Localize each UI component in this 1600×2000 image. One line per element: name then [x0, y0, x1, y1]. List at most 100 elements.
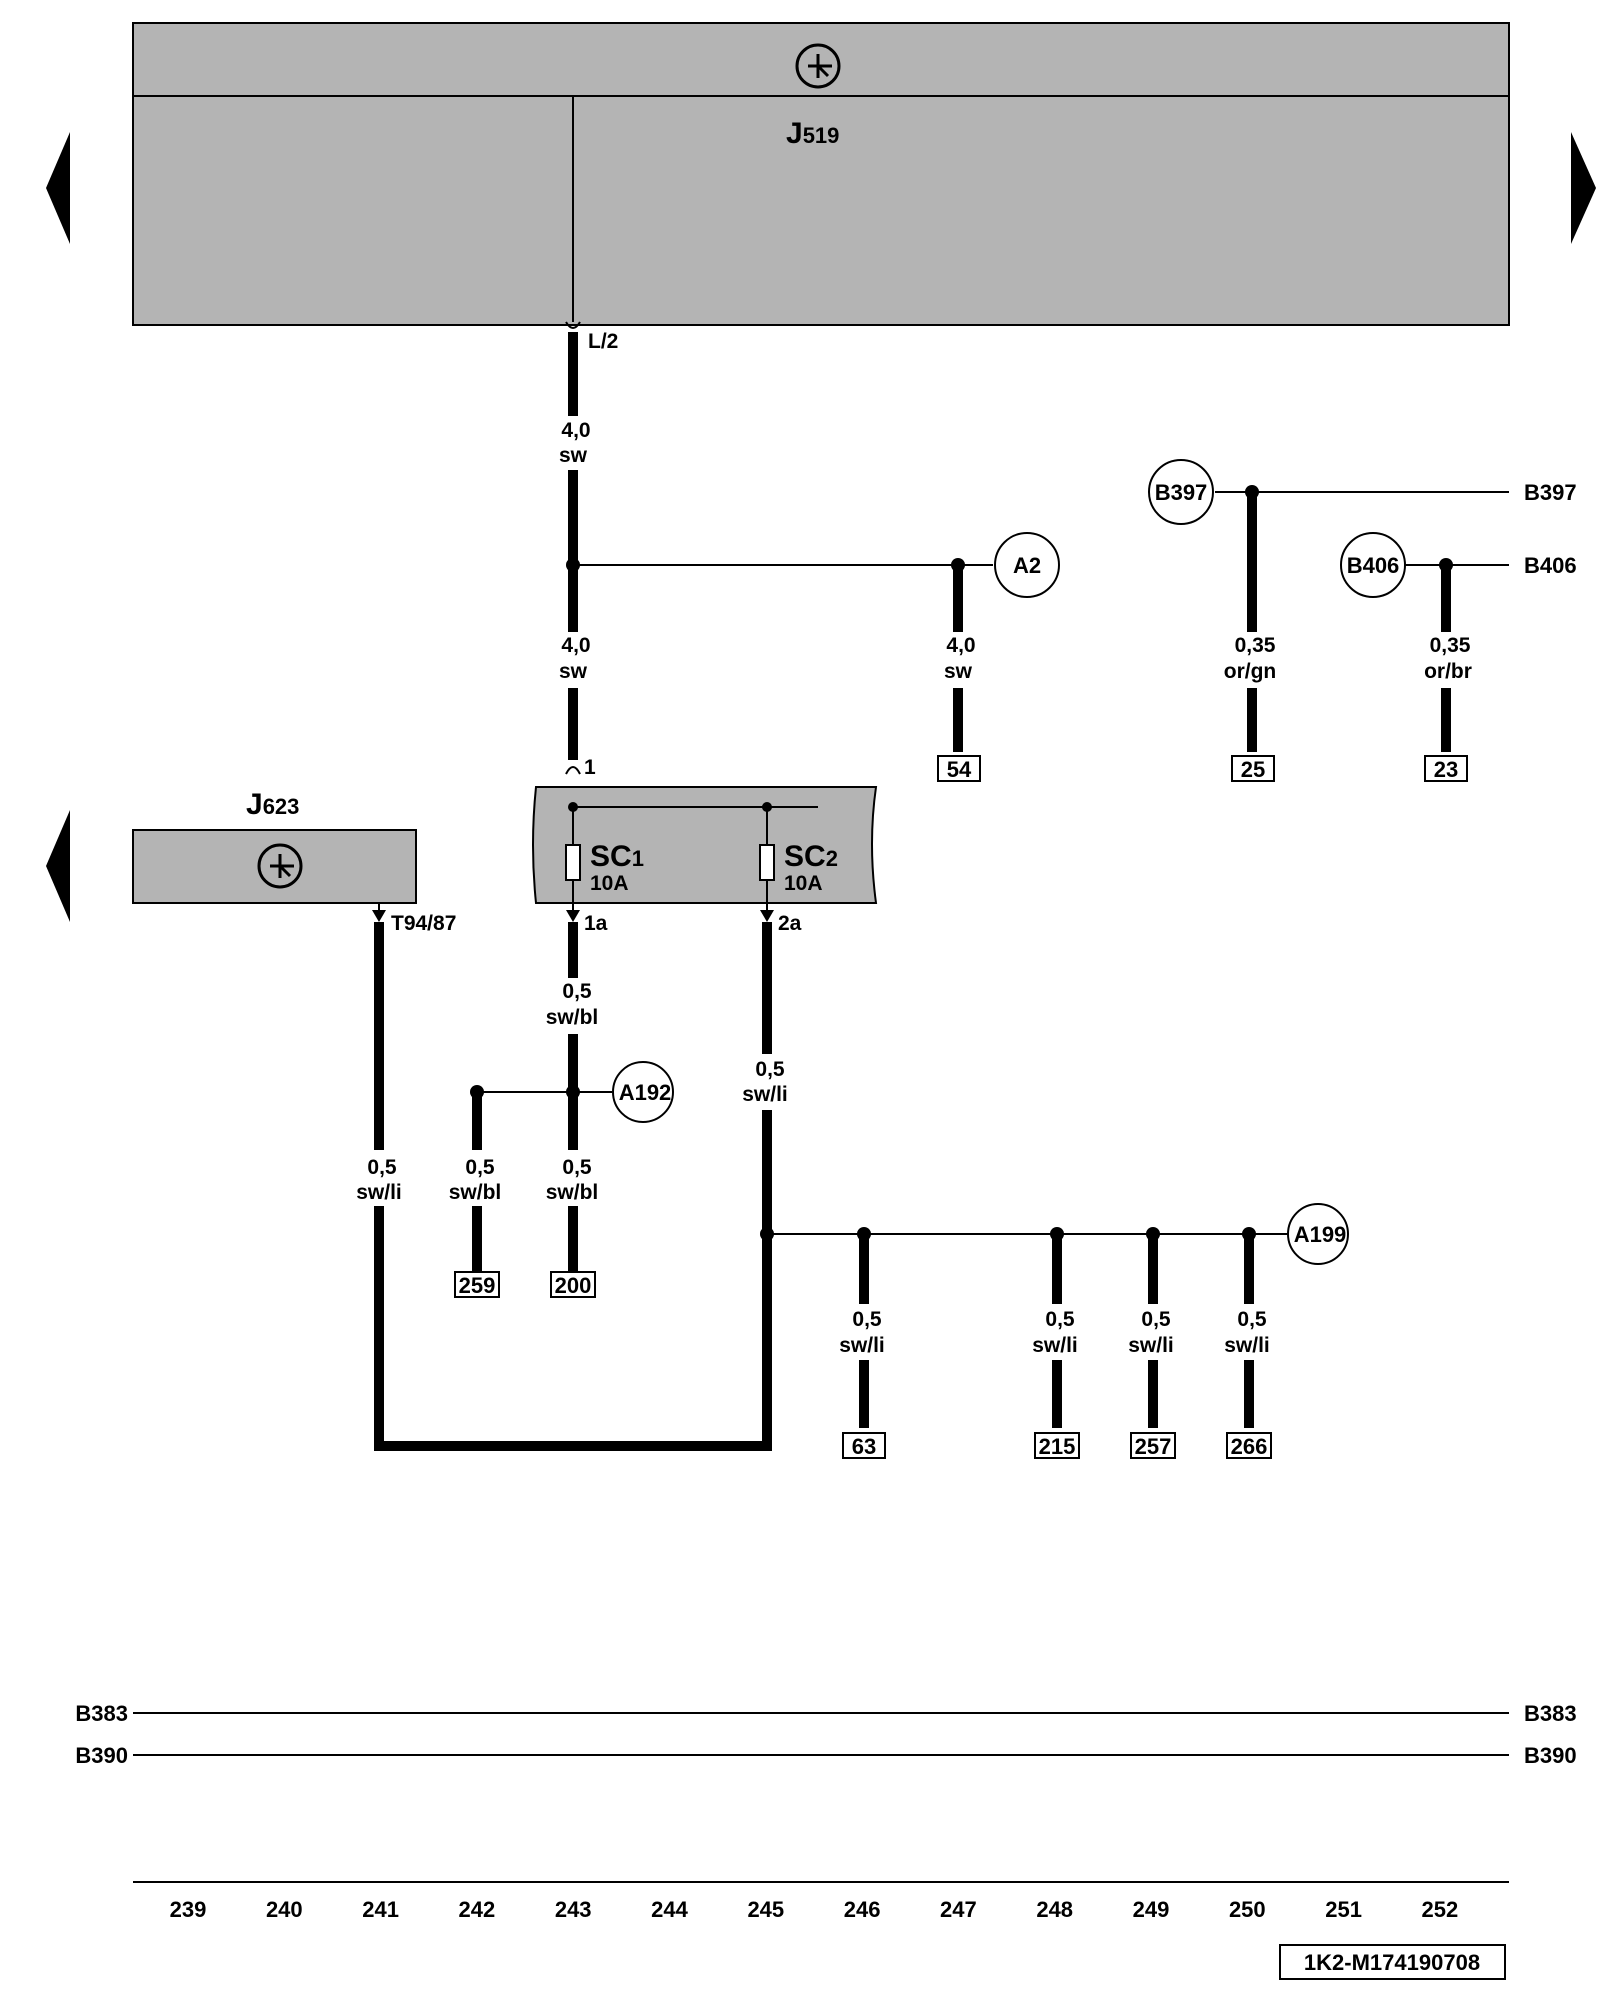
bus-lines: B383 B383 B390 B390	[75, 1701, 1576, 1768]
track-number: 249	[1133, 1897, 1170, 1922]
reference-25: 25	[1241, 757, 1265, 782]
reference-266: 266	[1231, 1434, 1268, 1459]
wire-color: sw/bl	[546, 1006, 599, 1029]
reference-257: 257	[1135, 1434, 1172, 1459]
connector-b406	[1340, 532, 1406, 598]
wire-size: 0,5	[1045, 1308, 1075, 1331]
wire-color: sw/li	[1128, 1334, 1174, 1357]
reference-box[interactable]	[1034, 1432, 1080, 1459]
bus-label-b397: B397	[1524, 480, 1577, 505]
j519-label: J519	[786, 117, 839, 150]
track-number: 244	[651, 1897, 688, 1922]
wire-color: sw/li	[356, 1181, 402, 1204]
connector-a192-label: A192	[619, 1080, 672, 1105]
fuse-sc2-rating: 10A	[784, 872, 823, 895]
a2-branch: A2 4,0 sw 54	[573, 532, 1060, 782]
reference-box[interactable]	[937, 755, 981, 782]
fuse-icon	[565, 844, 581, 881]
fuse-input-pin-label: 1	[584, 756, 596, 779]
wire-size: 0,5	[562, 1156, 592, 1179]
wire-color: or/br	[1424, 660, 1472, 683]
track-number: 243	[555, 1897, 592, 1922]
reference-box[interactable]	[1226, 1432, 1272, 1459]
fuse-icon	[759, 844, 775, 881]
fuse-sc1-pin: 1a	[584, 912, 608, 935]
wire-color: sw	[944, 660, 973, 683]
bus-label-b406: B406	[1524, 553, 1577, 578]
wire-color: sw	[559, 444, 588, 467]
bus-label-b383-right: B383	[1524, 1701, 1577, 1726]
track-number: 239	[170, 1897, 207, 1922]
component-j519: J519	[132, 22, 1510, 326]
bus-label-b383-left: B383	[75, 1701, 128, 1726]
track-number: 245	[747, 1897, 784, 1922]
fuse-block: SC1 10A SC2 10A	[532, 786, 878, 918]
track-number: 242	[459, 1897, 496, 1922]
page-next-arrow-icon[interactable]	[1571, 132, 1596, 244]
reference-215: 215	[1039, 1434, 1076, 1459]
fuse-sc1-label: SC1	[590, 840, 644, 873]
reference-box[interactable]	[1424, 755, 1468, 782]
bus-label-b390-right: B390	[1524, 1743, 1577, 1768]
wire-size: 4,0	[561, 634, 590, 657]
j519-pin-label: L/2	[588, 330, 618, 353]
wire-color: sw/li	[742, 1083, 788, 1106]
document-id-box: 1K2-M174190708	[1279, 1944, 1506, 1980]
fuse-sc1-rating: 10A	[590, 872, 629, 895]
wire-size: 4,0	[946, 634, 975, 657]
component-j623: J623 T94/87	[132, 788, 456, 935]
wire-size: 0,5	[1237, 1308, 1267, 1331]
wire-size: 0,5	[1141, 1308, 1171, 1331]
main-feed-wire: L/2 4,0 sw 4,0 sw 1	[559, 321, 618, 779]
j623-output-wire: 0,5 sw/li	[356, 922, 772, 1451]
reference-63: 63	[852, 1434, 876, 1459]
wire-color: sw/bl	[546, 1181, 599, 1204]
connector-b406-label: B406	[1347, 553, 1400, 578]
wire-color: sw/li	[1032, 1334, 1078, 1357]
track-number: 248	[1036, 1897, 1073, 1922]
track-number: 241	[362, 1897, 399, 1922]
reference-box[interactable]	[550, 1271, 596, 1298]
wire-color: sw/li	[839, 1334, 885, 1357]
reference-200: 200	[555, 1273, 592, 1298]
connector-b397	[1148, 459, 1214, 525]
wire-size: 0,35	[1235, 634, 1276, 657]
reference-54: 54	[947, 757, 972, 782]
track-number: 247	[940, 1897, 977, 1922]
wire-size: 0,5	[852, 1308, 882, 1331]
b406-branch: B406 B406 0,35 or/br 23	[1340, 532, 1577, 782]
page-prev-arrow-icon[interactable]	[46, 132, 70, 244]
wire-size: 0,35	[1430, 634, 1471, 657]
wire-size: 0,5	[465, 1156, 495, 1179]
connector-b397-label: B397	[1155, 480, 1208, 505]
wire-color: or/gn	[1224, 660, 1277, 683]
j623-label: J623	[246, 788, 299, 821]
wire-color: sw/li	[1224, 1334, 1270, 1357]
document-id: 1K2-M174190708	[1304, 1950, 1480, 1975]
ground-symbol-icon	[257, 843, 303, 889]
connector-a2	[994, 532, 1060, 598]
wire-size: 0,5	[562, 980, 592, 1003]
sc1-output-wire: 1a 0,5 sw/bl A192 0,5 sw/bl 0,5 sw/bl 25…	[449, 910, 674, 1298]
fuse-sc2-pin: 2a	[778, 912, 802, 935]
reference-box[interactable]	[1231, 755, 1275, 782]
connector-a192	[612, 1061, 674, 1123]
wire-color: sw	[559, 660, 588, 683]
track-number: 251	[1325, 1897, 1362, 1922]
wire-size: 4,0	[561, 419, 590, 442]
connector-a199	[1287, 1203, 1349, 1265]
reference-259: 259	[459, 1273, 496, 1298]
j623-pin-label: T94/87	[391, 912, 456, 935]
reference-box[interactable]	[1130, 1432, 1176, 1459]
wire-color: sw/bl	[449, 1181, 502, 1204]
reference-box[interactable]	[454, 1271, 500, 1298]
track-number: 250	[1229, 1897, 1266, 1922]
track-number: 240	[266, 1897, 303, 1922]
ground-symbol-icon	[795, 43, 841, 89]
reference-box[interactable]	[842, 1432, 886, 1459]
track-number: 246	[844, 1897, 881, 1922]
j623-prev-arrow-icon[interactable]	[46, 810, 70, 922]
wire-size: 0,5	[367, 1156, 397, 1179]
